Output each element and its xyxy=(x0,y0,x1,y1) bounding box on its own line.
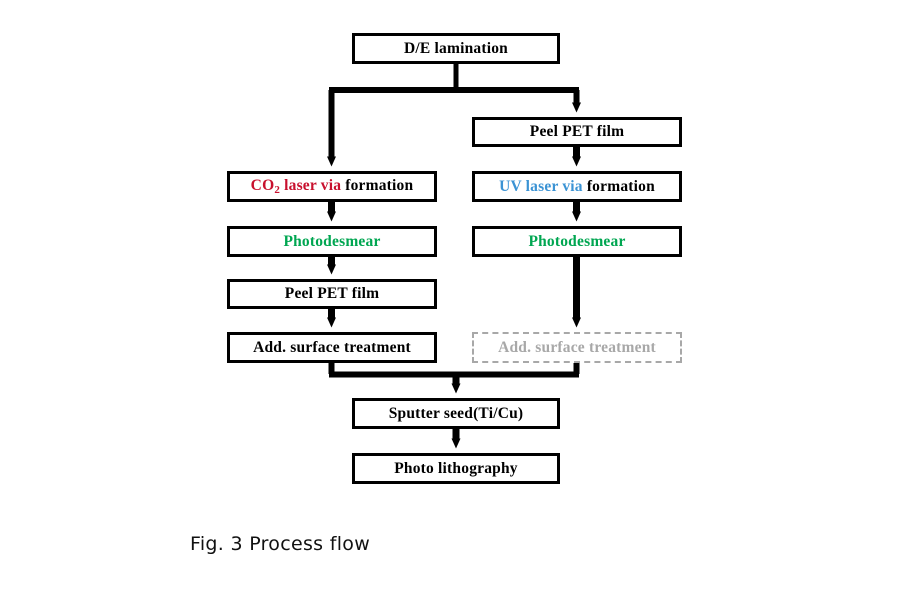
node-photodesmear-right[interactable]: Photodesmear xyxy=(472,226,682,257)
node-sputter-seed[interactable]: Sputter seed(Ti/Cu) xyxy=(352,398,560,429)
node-de-lamination[interactable]: D/E lamination xyxy=(352,33,560,64)
node-photo-lithography[interactable]: Photo lithography xyxy=(352,453,560,484)
co2-label-suffix: formation xyxy=(345,176,414,194)
node-label: D/E lamination xyxy=(404,39,508,57)
node-label: Photodesmear xyxy=(528,232,626,250)
co2-label-prefix: CO xyxy=(250,176,275,194)
node-peel-pet-film-right[interactable]: Peel PET film xyxy=(472,117,682,147)
node-label: Sputter seed(Ti/Cu) xyxy=(388,404,524,422)
node-photodesmear-left[interactable]: Photodesmear xyxy=(227,226,437,257)
node-uv-laser-via-formation[interactable]: UV laser via formation xyxy=(472,171,682,202)
node-label: CO2 laser via formation xyxy=(251,177,414,196)
node-label: Add. surface treatment xyxy=(498,338,656,356)
node-label: Photodesmear xyxy=(283,232,381,250)
node-peel-pet-film-left[interactable]: Peel PET film xyxy=(227,279,437,309)
node-label: UV laser via formation xyxy=(499,178,655,196)
figure-caption: Fig. 3 Process flow xyxy=(190,533,371,555)
node-co2-laser-via-formation[interactable]: CO2 laser via formation xyxy=(227,171,437,202)
uv-label-suffix: formation xyxy=(586,177,655,195)
node-label: Photo lithography xyxy=(394,459,518,477)
node-label: Peel PET film xyxy=(529,123,625,140)
uv-label-prefix: UV laser via xyxy=(499,177,587,195)
co2-label-middle: laser via xyxy=(280,176,346,194)
node-add-surface-treatment-right-optional[interactable]: Add. surface treatment xyxy=(472,332,682,363)
node-label: Add. surface treatment xyxy=(253,338,411,356)
node-label: Peel PET film xyxy=(284,285,380,302)
co2-subscript: 2 xyxy=(274,184,281,197)
node-add-surface-treatment-left[interactable]: Add. surface treatment xyxy=(227,332,437,363)
